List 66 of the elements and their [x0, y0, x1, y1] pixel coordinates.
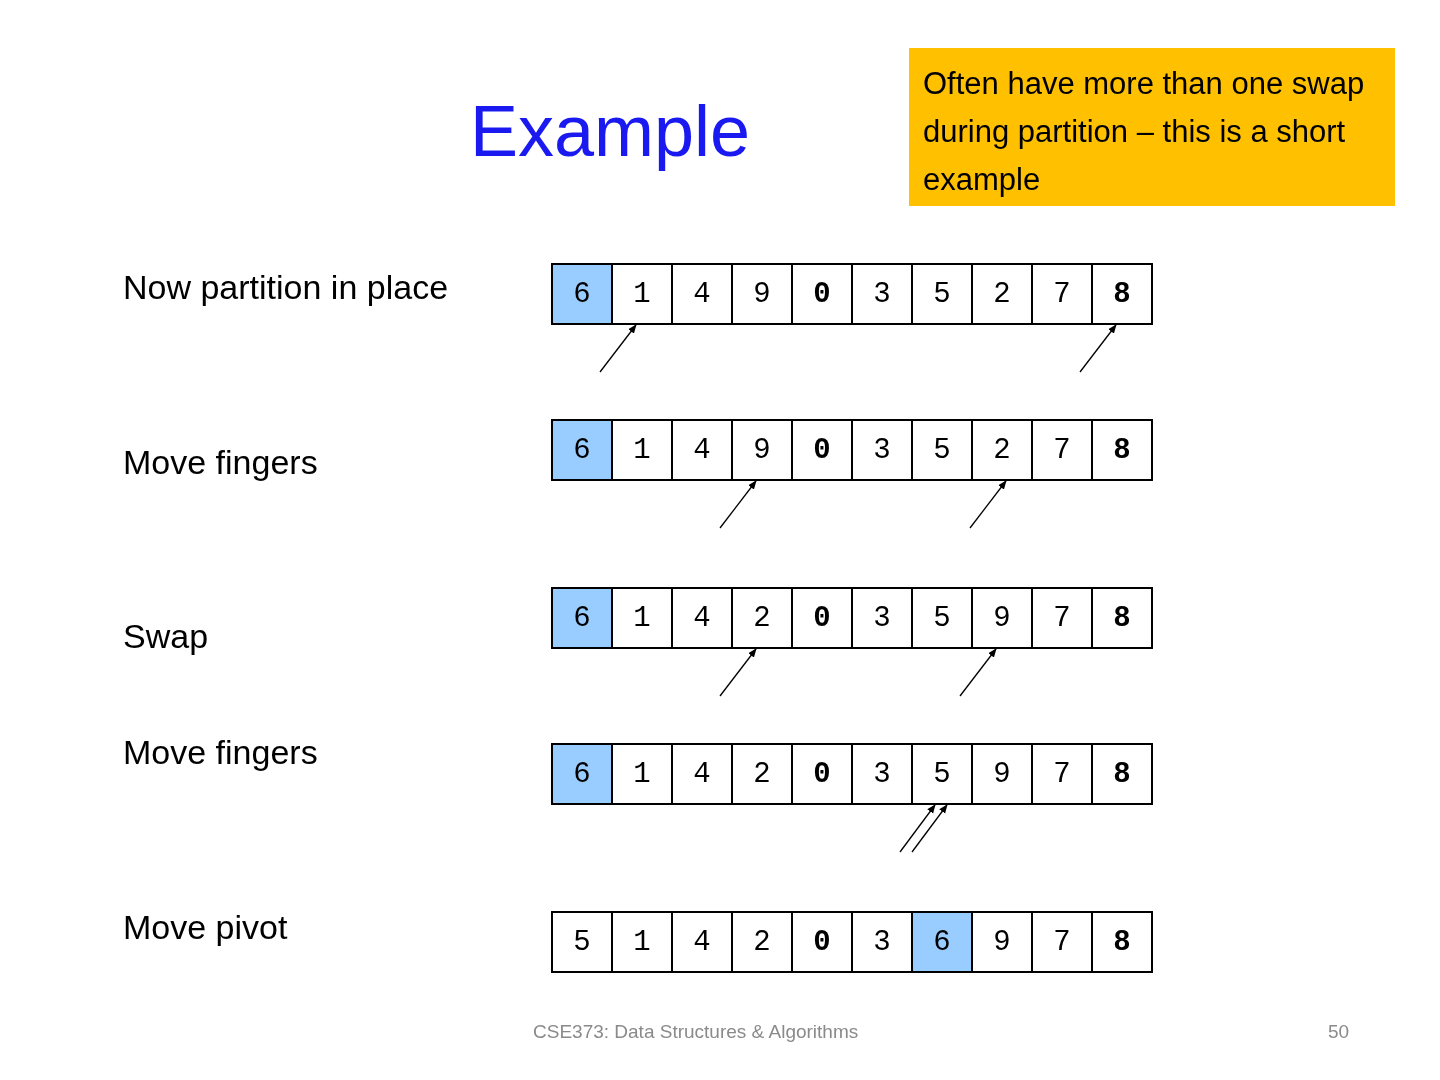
array-cell: 1 [611, 743, 673, 805]
array-cell: 7 [1031, 587, 1093, 649]
array-cell: 4 [671, 743, 733, 805]
step-label: Move pivot [123, 910, 288, 944]
array-cell: 4 [671, 911, 733, 973]
array-cell: 2 [971, 419, 1033, 481]
array-cell: 8 [1091, 263, 1153, 325]
array-cell: 3 [851, 587, 913, 649]
array-cell: 8 [1091, 743, 1153, 805]
array-cell: 0 [791, 263, 853, 325]
array-cell: 8 [1091, 419, 1153, 481]
array-cell: 7 [1031, 743, 1093, 805]
array-cell: 0 [791, 419, 853, 481]
array-cell: 3 [851, 419, 913, 481]
array-cell: 9 [971, 743, 1033, 805]
array-cell: 3 [851, 911, 913, 973]
array-cell: 5 [551, 911, 613, 973]
array-cell: 1 [611, 911, 673, 973]
array-cell: 0 [791, 743, 853, 805]
array-cell: 5 [911, 419, 973, 481]
array-cell: 8 [1091, 911, 1153, 973]
array-cell: 9 [971, 587, 1033, 649]
array-cell: 4 [671, 587, 733, 649]
array-cell: 2 [731, 911, 793, 973]
arrow [719, 480, 757, 529]
array-cell: 1 [611, 419, 673, 481]
array-cell: 2 [971, 263, 1033, 325]
array-cell: 6 [551, 419, 613, 481]
array-cell: 5 [911, 587, 973, 649]
array-cell: 9 [971, 911, 1033, 973]
array-cell: 5 [911, 743, 973, 805]
array-cell: 1 [611, 587, 673, 649]
step-label: Move fingers [123, 735, 318, 769]
arrow [1079, 324, 1117, 373]
array-cell: 8 [1091, 587, 1153, 649]
arrow [599, 324, 637, 373]
array-cell: 3 [851, 743, 913, 805]
step-label: Now partition in place [123, 270, 449, 304]
array-cell: 2 [731, 587, 793, 649]
array-cell: 3 [851, 263, 913, 325]
array-cell: 6 [551, 743, 613, 805]
array-cell: 4 [671, 419, 733, 481]
array-cell: 9 [731, 263, 793, 325]
array-cell: 7 [1031, 911, 1093, 973]
arrow [719, 648, 757, 697]
array-cell: 9 [731, 419, 793, 481]
array-cell: 7 [1031, 419, 1093, 481]
array-cell: 6 [551, 263, 613, 325]
footer-text: CSE373: Data Structures & Algorithms [533, 1022, 859, 1041]
array-cell: 0 [791, 911, 853, 973]
array-cell: 5 [911, 263, 973, 325]
array-cell: 1 [611, 263, 673, 325]
array-cell: 6 [551, 587, 613, 649]
array-cell: 6 [911, 911, 973, 973]
array-cell: 0 [791, 587, 853, 649]
array-cell: 7 [1031, 263, 1093, 325]
arrow [959, 648, 997, 697]
array-cell: 2 [731, 743, 793, 805]
arrow [969, 480, 1007, 529]
page-number: 50 [1328, 1022, 1350, 1041]
note-box: Often have more than one swap during partition – this is a short example [909, 48, 1395, 206]
arrow [911, 804, 948, 853]
step-label: Move fingers [123, 445, 318, 479]
step-label: Swap [123, 619, 209, 653]
array-cell: 4 [671, 263, 733, 325]
arrow [899, 804, 936, 853]
